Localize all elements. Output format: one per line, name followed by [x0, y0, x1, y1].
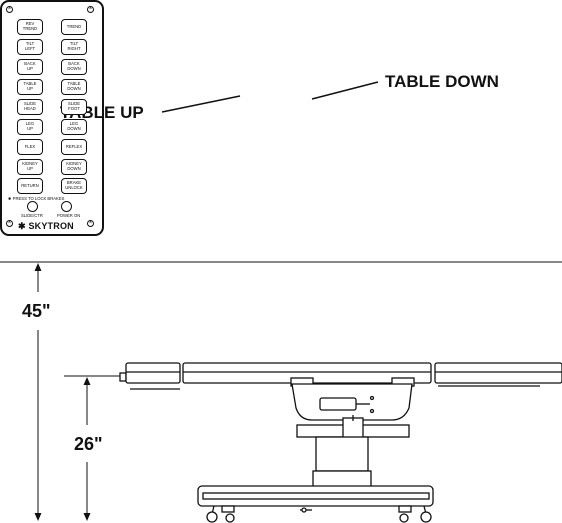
screw-icon: ×: [87, 6, 94, 13]
back-up-button[interactable]: BACK UP: [17, 59, 43, 75]
back-down-button[interactable]: BACK DOWN: [61, 59, 87, 75]
leg-up-button[interactable]: LEG UP: [17, 119, 43, 135]
caster-mid-left: [225, 513, 235, 523]
slide-head-button[interactable]: SLIDE HEAD: [17, 99, 43, 115]
head-section: [125, 362, 181, 384]
power-on-label: POWER ON: [57, 213, 81, 218]
arrowhead-down-45: [34, 513, 42, 521]
table-down-button[interactable]: TABLE DOWN: [61, 79, 87, 95]
brand-name: SKYTRON: [28, 221, 74, 231]
tilt-right-button[interactable]: TILT RIGHT: [61, 39, 87, 55]
brake-lock-note: ✱ PRESS TO LOCK BRAKES: [8, 196, 65, 201]
reflex-button[interactable]: REFLEX: [61, 139, 87, 155]
screw-icon: ×: [6, 220, 13, 227]
slide-center-button[interactable]: [27, 201, 38, 212]
hand-control-pendant: × × × × REV TREND TREND TILT LEFT TILT R…: [0, 0, 104, 236]
slide-center-label: SLIDE/CTR: [21, 213, 43, 218]
overall-height-label: 45": [22, 301, 51, 321]
table-up-leader: [161, 95, 241, 113]
brake-unlock-button[interactable]: BRAKE UNLOCK: [61, 178, 87, 194]
tilt-left-button[interactable]: TILT LEFT: [17, 39, 43, 55]
slide-foot-button[interactable]: SLIDE FOOT: [61, 99, 87, 115]
return-button[interactable]: RETURN: [17, 178, 43, 194]
arrowhead-up-26: [83, 377, 91, 385]
rev-trend-button[interactable]: REV TREND: [17, 19, 43, 35]
screw-icon: ×: [87, 220, 94, 227]
table-down-callout: TABLE DOWN: [385, 72, 499, 91]
flex-button[interactable]: FLEX: [17, 139, 43, 155]
caster-mid-right: [399, 513, 409, 523]
trend-button[interactable]: TREND: [61, 19, 87, 35]
caster-right: [420, 511, 432, 523]
table-height-label: 26": [74, 434, 103, 454]
leg-down-button[interactable]: LEG DOWN: [61, 119, 87, 135]
operating-table-side-view: [119, 362, 562, 523]
arrowhead-down-26: [83, 513, 91, 521]
power-on-button[interactable]: [61, 201, 72, 212]
table-up-button[interactable]: TABLE UP: [17, 79, 43, 95]
caster-left: [206, 511, 218, 523]
leg-section: [434, 362, 562, 384]
brand-logo: ✱ SKYTRON: [18, 221, 74, 231]
screw-icon: ×: [6, 6, 13, 13]
kidney-down-button[interactable]: KIDNEY DOWN: [61, 159, 87, 175]
arrowhead-up-45: [34, 263, 42, 271]
kidney-up-button[interactable]: KIDNEY UP: [17, 159, 43, 175]
table-down-leader: [311, 81, 379, 100]
